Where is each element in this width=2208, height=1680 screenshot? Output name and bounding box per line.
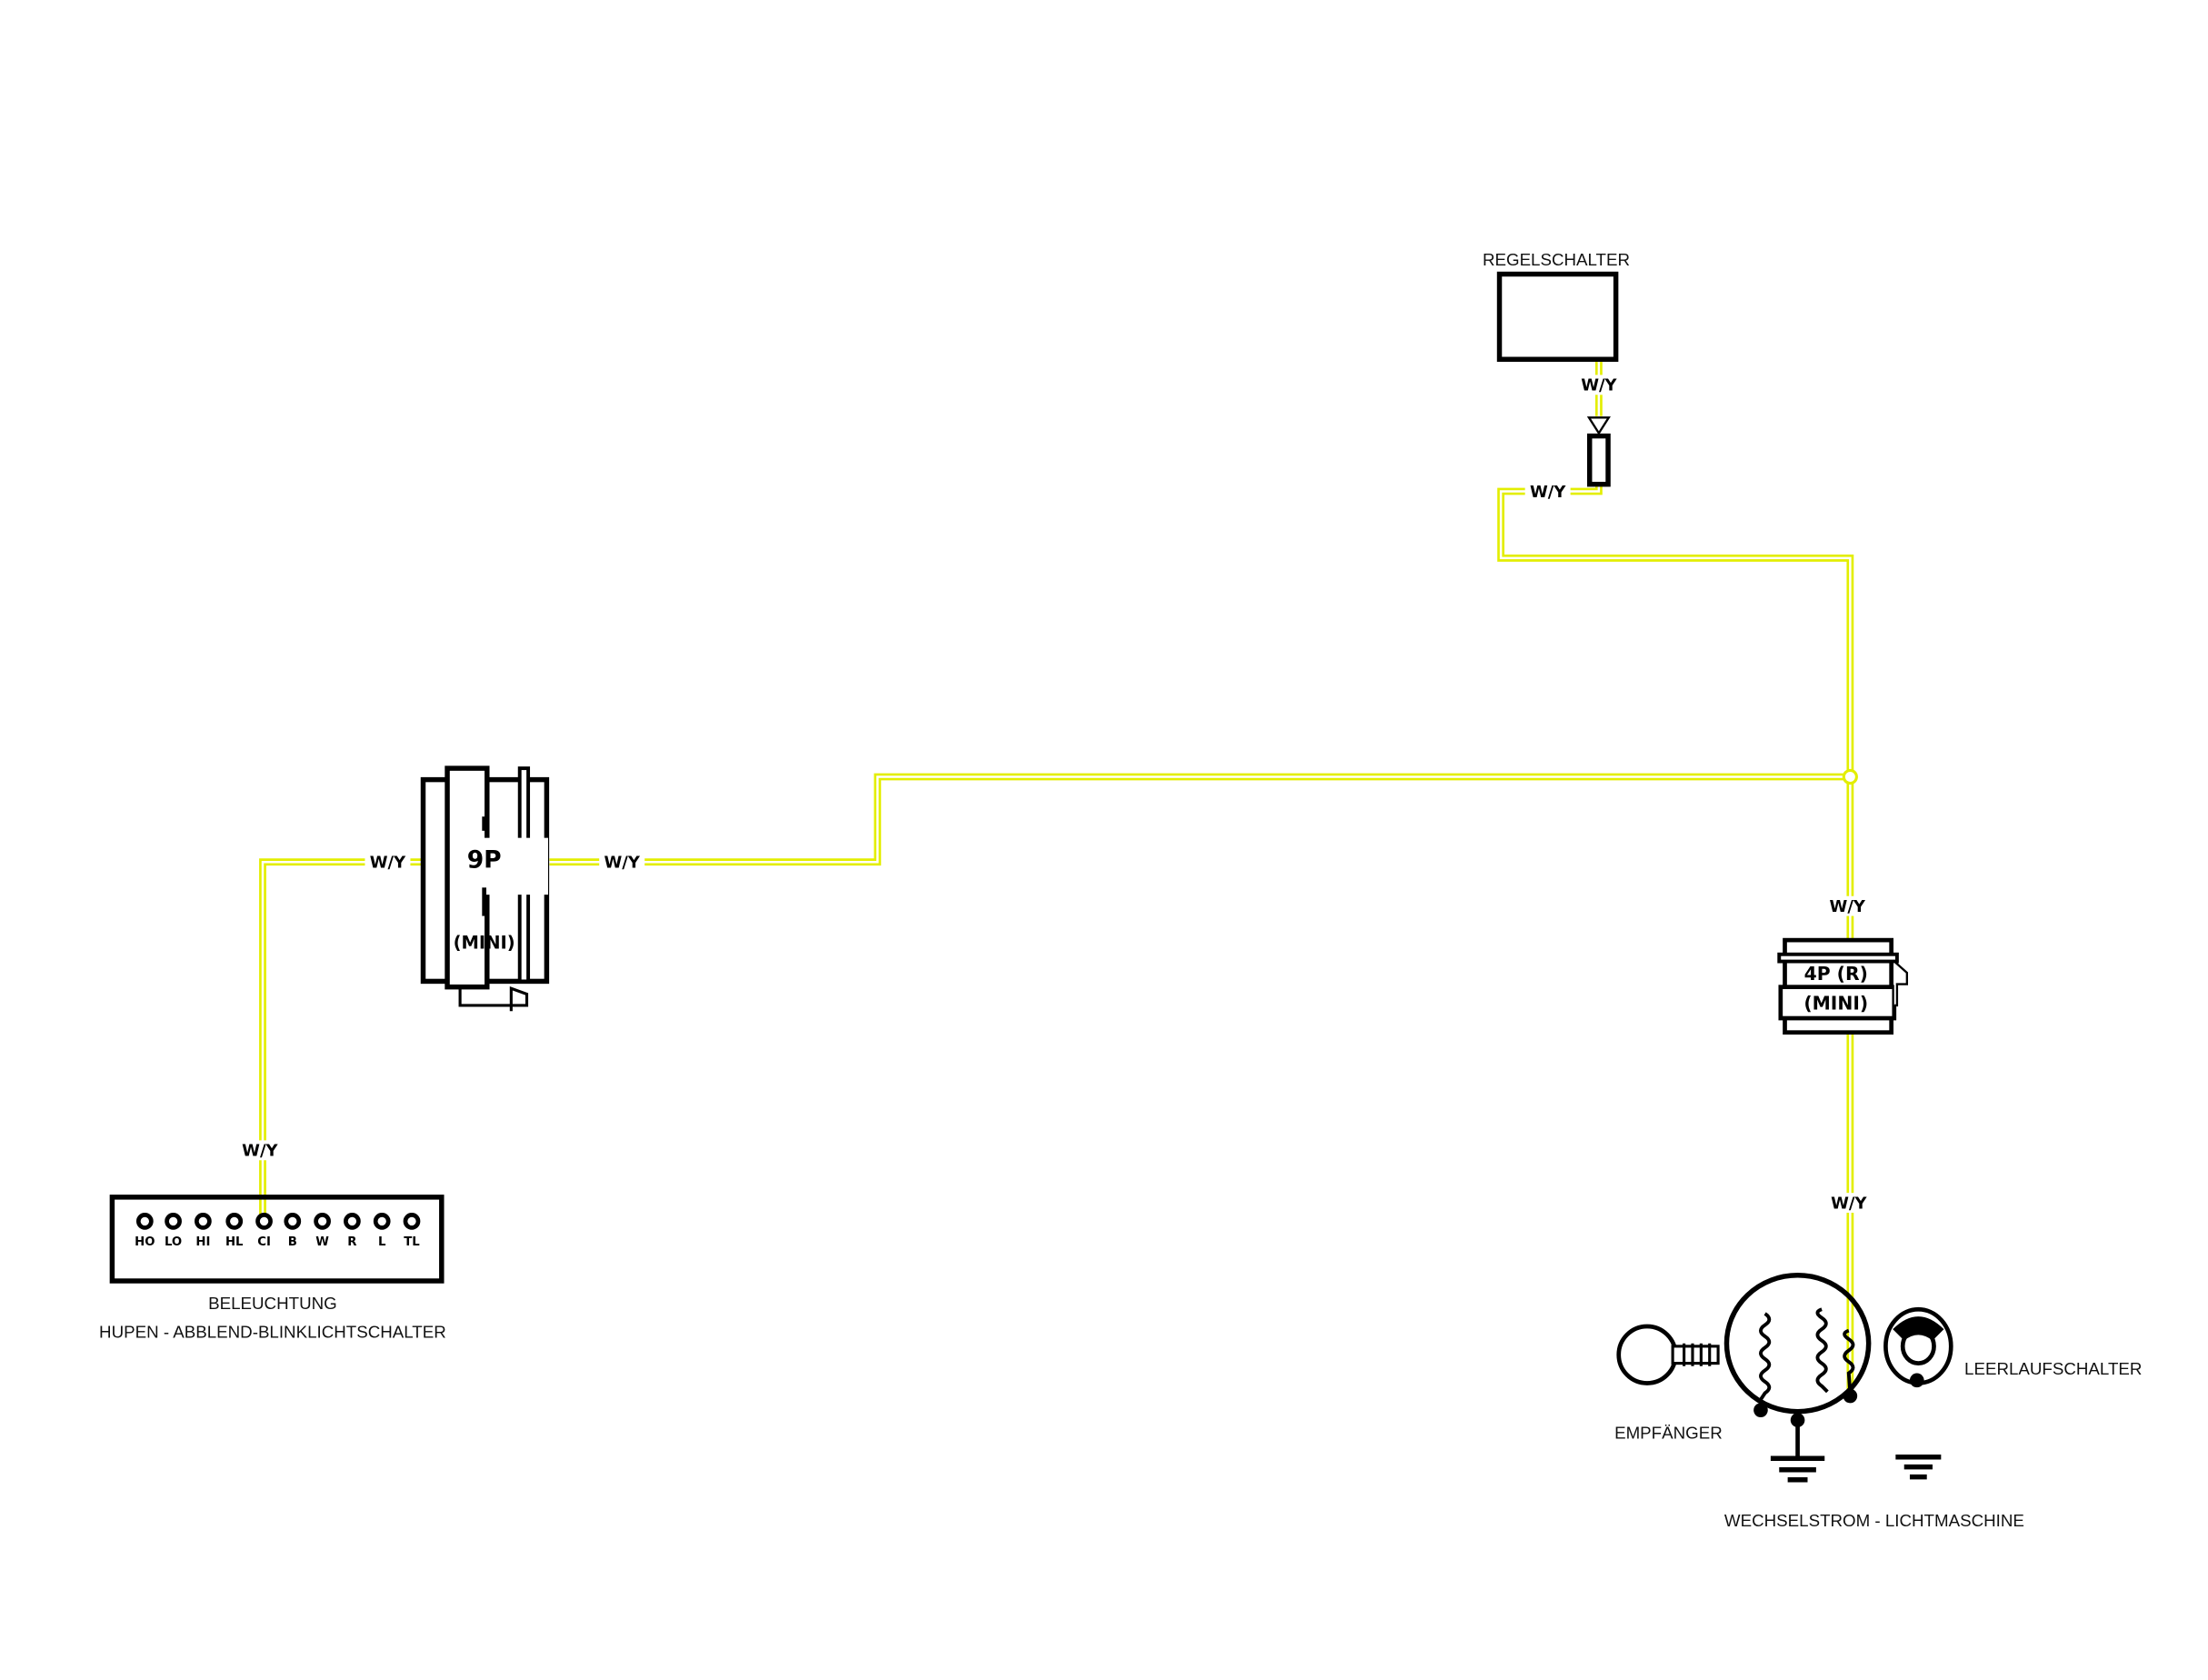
switch-pin-label: W	[315, 1235, 329, 1249]
switch-pin	[344, 1213, 361, 1230]
connector-4p-sublabel: (MINI)	[1803, 993, 1868, 1015]
switch-pin	[165, 1213, 182, 1230]
switch-pins: HO LO HI HL CI B W R L TL	[135, 1213, 421, 1249]
switch-pin-label: L	[378, 1235, 386, 1249]
switch-pin-label: HL	[225, 1235, 244, 1249]
coil-icon	[1843, 1328, 1855, 1394]
switch-label-line2: HUPEN - ABBLEND-BLINKLICHTSCHALTER	[99, 1323, 446, 1342]
switch-pin-label: LO	[165, 1235, 182, 1249]
alternator-label: WECHSELSTROM - LICHTMASCHINE	[1724, 1511, 2024, 1530]
wire-9p-to-switch	[259, 858, 424, 1219]
switch-pin-label: HI	[195, 1235, 210, 1249]
fuse-arrow-icon	[1586, 416, 1611, 435]
switch-pin	[403, 1213, 421, 1230]
wire-label-bg	[236, 1140, 283, 1161]
wire-color-label: W/Y	[1830, 897, 1866, 916]
wire-label-bg	[1825, 1193, 1872, 1214]
wire-label-bg	[599, 852, 645, 873]
neutral-switch-label: LEERLAUFSCHALTER	[1964, 1359, 2142, 1378]
switch-pin	[135, 1213, 154, 1230]
wire-color-label: W/Y	[1581, 376, 1617, 395]
switch-pin	[373, 1213, 391, 1230]
switch-pin	[284, 1213, 302, 1230]
wire-label-bg	[1824, 895, 1871, 916]
regulator-box	[1496, 271, 1619, 362]
switch-pin-label: HO	[135, 1235, 155, 1249]
wire-label-bg	[365, 852, 411, 873]
switch-pin-label: CI	[257, 1235, 271, 1249]
switch-pin	[195, 1213, 212, 1230]
ground-icon	[1895, 1454, 1942, 1480]
wire-inner	[1499, 484, 1852, 777]
switch-pin	[314, 1213, 331, 1230]
fuse-holder	[1586, 433, 1611, 487]
wire-label-bg	[1575, 375, 1622, 395]
wire-inner	[261, 860, 424, 1219]
wire-inner	[549, 775, 1851, 864]
connector-9p-sublabel: (MINI)	[454, 932, 515, 953]
switch-pin-label: R	[347, 1235, 356, 1249]
ground-icon	[1770, 1455, 1825, 1483]
switch-pin-label: B	[288, 1235, 297, 1249]
wire-label-bg	[1524, 481, 1571, 502]
wire-junction-dot	[1842, 768, 1858, 785]
connector-9p-label: 9P	[467, 845, 502, 874]
switch-label-line1: BELEUCHTUNG	[208, 1294, 337, 1313]
wire-color-label: W/Y	[1530, 483, 1566, 502]
connector-4p-label: 4P (R)	[1804, 963, 1868, 985]
wire-color-label: W/Y	[242, 1142, 278, 1161]
wire-labels: W/Y W/Y W/Y W/Y W/Y W/Y W/Y	[236, 375, 1872, 1214]
switch-pin	[255, 1213, 273, 1230]
wire-junction-to-9p	[549, 773, 1851, 866]
pickup	[1616, 1324, 1720, 1385]
switch-pin	[225, 1213, 244, 1230]
switch-box	[109, 1195, 445, 1284]
wire-color-label: W/Y	[604, 853, 640, 872]
connector-9p: 9P (MINI)	[420, 765, 550, 1012]
wire-fuse-to-junction	[1497, 484, 1854, 777]
pickup-label: EMPFÄNGER	[1614, 1423, 1723, 1442]
switch-pin-label: TL	[404, 1235, 420, 1249]
regulator-label: REGELSCHALTER	[1483, 250, 1630, 269]
neutral-switch	[1883, 1306, 1953, 1480]
alternator	[1723, 1273, 1872, 1483]
wire-color-label: W/Y	[1831, 1194, 1867, 1213]
connector-4p: 4P (R) (MINI)	[1777, 937, 1909, 1035]
coil-icon	[1757, 1312, 1772, 1403]
coil-icon	[1815, 1307, 1829, 1394]
wire-color-label: W/Y	[370, 853, 406, 872]
